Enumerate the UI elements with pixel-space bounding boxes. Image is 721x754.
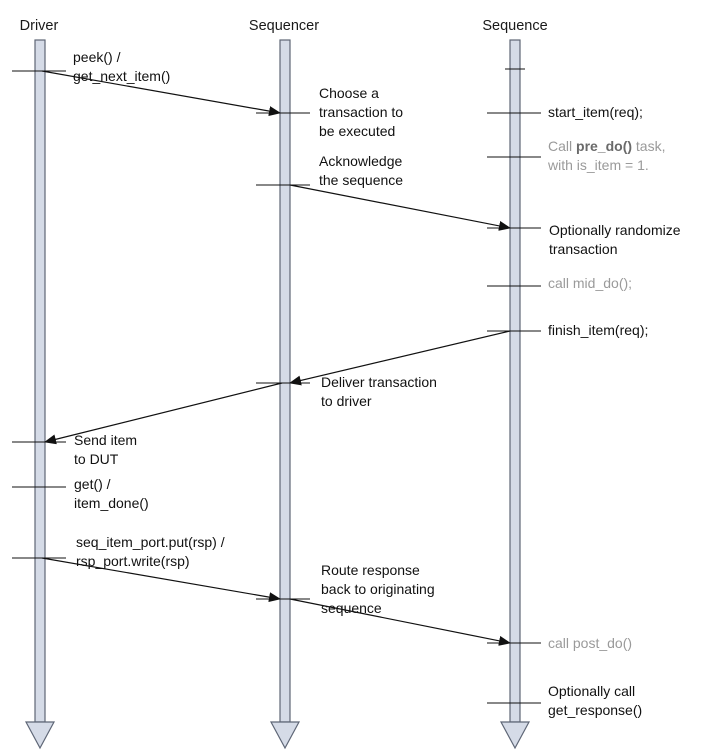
header-driver: Driver	[20, 18, 59, 34]
lifeline-sequence	[499, 39, 531, 750]
note-call-mid-do: call mid_do();	[548, 275, 632, 291]
event-ticks	[12, 68, 541, 704]
arrow-sequencer-to-sequence-response	[289, 598, 511, 646]
note-start-item: start_item(req);	[548, 104, 643, 120]
arrow-sequence-to-sequencer-item	[289, 330, 511, 386]
note-optionally-call-get-response: Optionally call get_response()	[548, 683, 642, 718]
note-route-response: Route response back to originating seque…	[321, 562, 439, 616]
header-sequencer: Sequencer	[249, 18, 319, 34]
note-finish-item: finish_item(req);	[548, 322, 648, 338]
arrow-driver-to-sequencer-response	[41, 557, 281, 603]
note-send-item-to-dut: Send item to DUT	[74, 432, 141, 467]
note-call-post-do: call post_do()	[548, 635, 632, 651]
note-choose-transaction: Choose a transaction to be executed	[319, 85, 407, 139]
arrow-sequencer-to-driver-deliver	[44, 382, 283, 445]
note-put-response: seq_item_port.put(rsp) / rsp_port.write(…	[76, 534, 229, 569]
lifeline-sequencer	[269, 39, 301, 750]
note-get-item-done: get() / item_done()	[74, 476, 149, 511]
arrow-driver-to-sequencer-request	[41, 70, 281, 117]
note-peek-get-next-item: peek() / get_next_item()	[73, 49, 170, 84]
lifeline-driver	[24, 39, 56, 750]
arrow-sequencer-to-sequence-grant	[289, 184, 511, 231]
note-acknowledge-sequence: Acknowledge the sequence	[319, 153, 406, 188]
note-optionally-randomize: Optionally randomize transaction	[549, 222, 684, 257]
note-call-pre-do: Call pre_do() task, with is_item = 1.	[547, 138, 669, 173]
header-sequence: Sequence	[482, 18, 547, 34]
note-deliver-transaction: Deliver transaction to driver	[321, 374, 441, 409]
